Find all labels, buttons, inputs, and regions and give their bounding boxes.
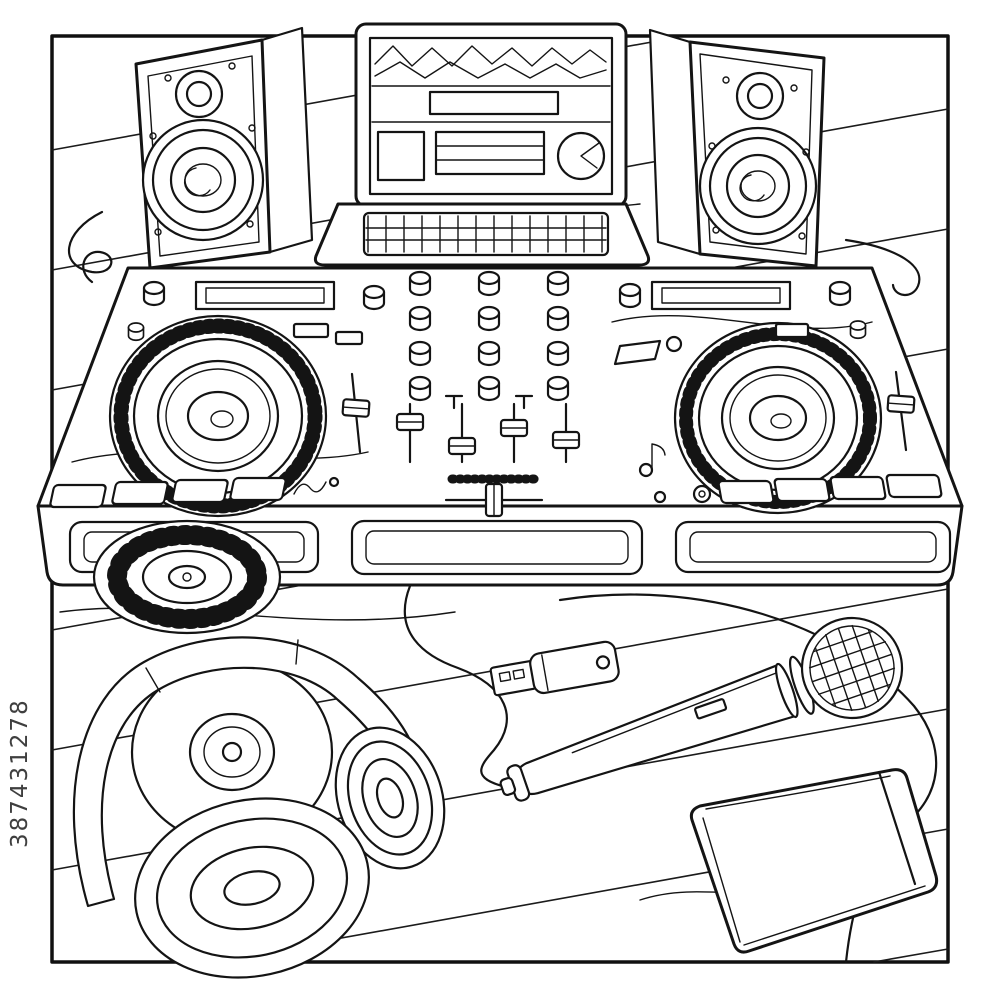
deck-knob-small (849, 320, 867, 340)
deck-button (774, 322, 810, 339)
pitch-fader-left (341, 372, 371, 454)
usb-keyring-hole (595, 655, 611, 670)
microphone-switch (694, 698, 728, 720)
toolbar-panel (428, 90, 560, 116)
pie-meter (556, 131, 606, 181)
deck-button-round (665, 335, 683, 353)
laptop-base (313, 202, 651, 267)
keyboard-keys (365, 215, 607, 253)
round-button (692, 484, 712, 504)
daw-software-ui (371, 45, 611, 182)
woofer-right (698, 126, 818, 246)
small-dot (328, 476, 340, 488)
deck-button (334, 330, 364, 346)
notebook (689, 768, 939, 954)
ear-cup-right (334, 726, 446, 870)
ear-cup-left (134, 797, 370, 979)
jog-wheel-right (673, 321, 883, 515)
tweeter-right (722, 71, 798, 121)
notebook-cover (689, 768, 939, 954)
front-vent-middle (350, 519, 644, 576)
display-left (194, 280, 336, 311)
deck-button-slanted (613, 339, 662, 366)
woofer-left (141, 118, 265, 242)
mixer-panel (434, 130, 546, 176)
speaker-left (134, 26, 314, 270)
deck-button (292, 322, 330, 339)
deck-knob-small (127, 322, 145, 342)
right-speaker-cable (844, 238, 921, 296)
channel-faders (395, 402, 581, 464)
usb-body (529, 640, 620, 695)
front-vent-right (674, 520, 952, 574)
microphone (499, 616, 904, 802)
speaker-cables (67, 210, 921, 296)
usb-flash-drive (489, 640, 620, 697)
vinyl-record (92, 519, 282, 635)
side-panel (376, 130, 426, 182)
tweeter-left (164, 62, 236, 119)
notebook-elastic-band (877, 770, 917, 886)
display-right (650, 280, 792, 311)
compact-disc (130, 658, 334, 846)
grille-grid (808, 624, 896, 712)
waveform-display (374, 45, 607, 67)
watermark-text: 387431278 (7, 698, 33, 848)
crossfader (444, 474, 544, 518)
headphones (72, 636, 446, 979)
deck-knob (618, 282, 642, 309)
music-note-icon (638, 443, 666, 478)
speaker-right (648, 28, 826, 268)
deck-knob (828, 280, 852, 307)
laptop (313, 22, 651, 267)
microphone-head (800, 616, 904, 720)
deck-knob (142, 280, 166, 307)
laptop-keyboard (362, 211, 610, 257)
squiggle-icon (293, 481, 327, 495)
notebook-pages-edge (702, 817, 741, 943)
jog-wheel-left (108, 314, 328, 518)
pitch-fader-right (886, 370, 916, 452)
round-button-small (653, 490, 667, 504)
left-speaker-cable (67, 210, 113, 284)
deck-knob (362, 284, 386, 311)
